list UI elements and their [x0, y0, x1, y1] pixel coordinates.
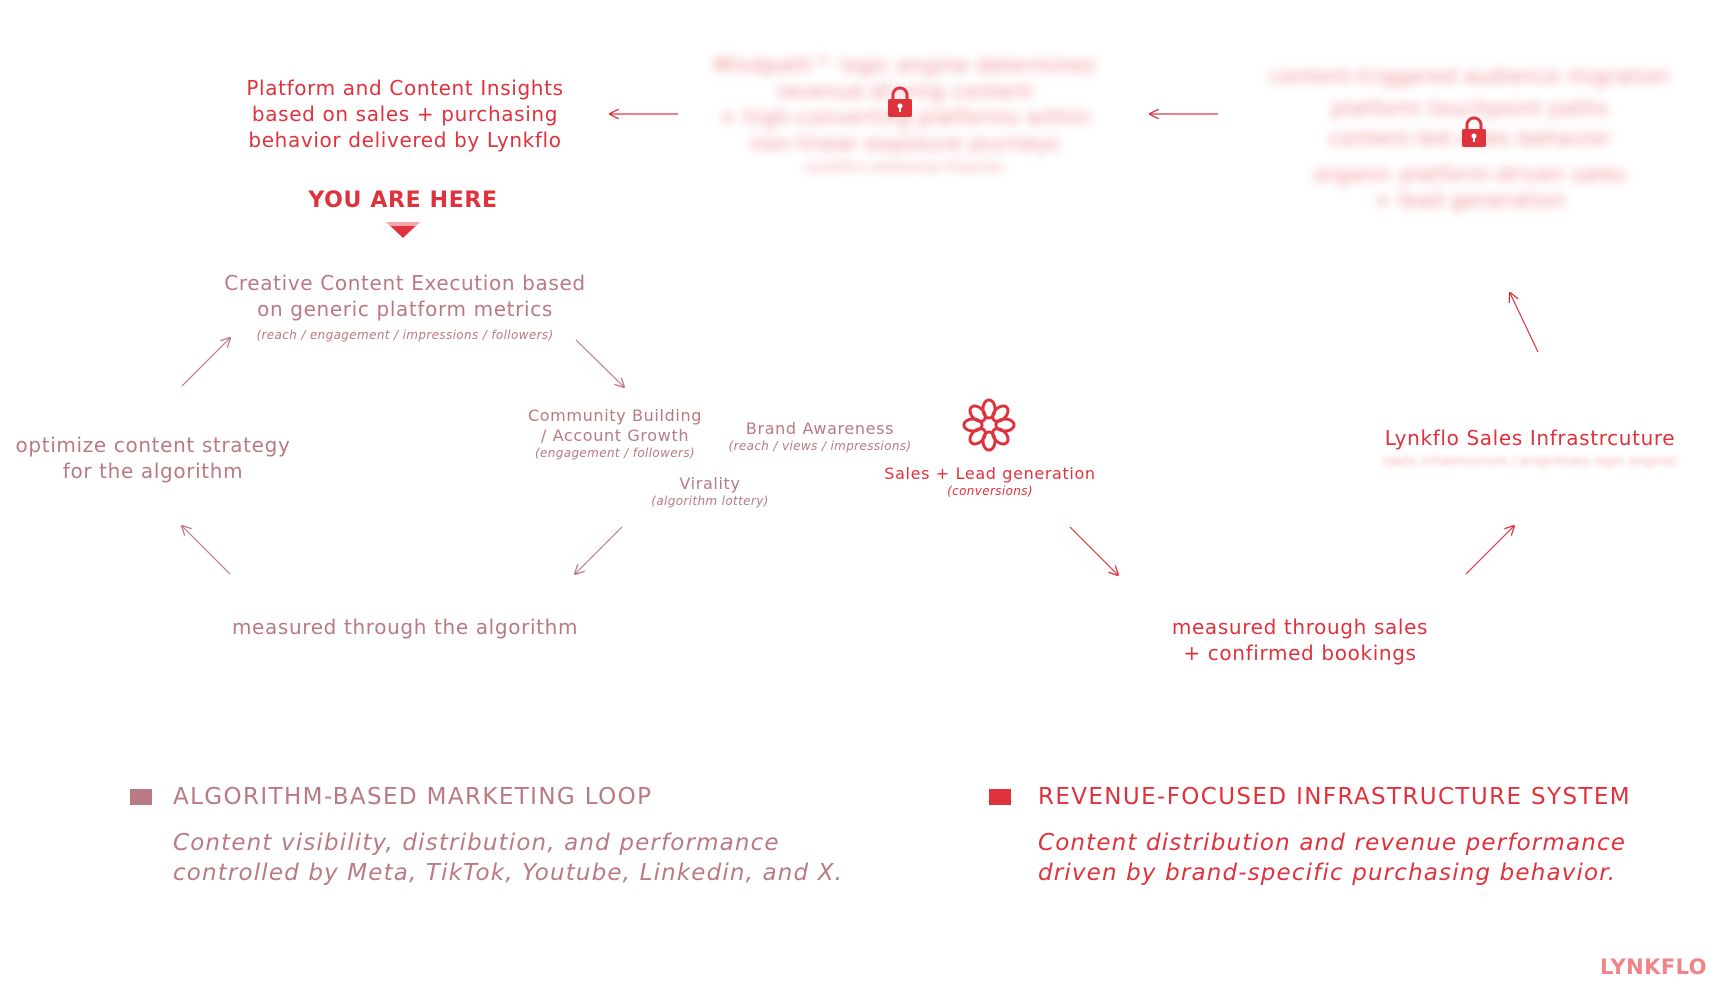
flower-petal — [968, 404, 987, 423]
legend-rev-line: Content distribution and revenue perform… — [1038, 830, 1627, 856]
legend-algo-title: ALGORITHM-BASED MARKETING LOOP — [173, 784, 653, 810]
optimize-line: for the algorithm — [62, 459, 244, 483]
community-line: / Account Growth — [540, 426, 690, 445]
lynkflo-logo: LYNKFLO — [1600, 955, 1707, 979]
lock-icon — [1462, 116, 1486, 147]
insights-line: behavior delivered by Lynkflo — [248, 128, 562, 152]
lock-icon — [888, 86, 912, 117]
brand-sub: (reach / views / impressions) — [728, 439, 912, 453]
insights-line: Platform and Content Insights — [246, 76, 564, 100]
measured-sales-text: measured through sales + confirmed booki… — [1090, 614, 1510, 666]
measured-sales-line: measured through sales — [1171, 615, 1429, 639]
virality-text: Virality (algorithm lottery) — [620, 474, 800, 509]
creative-sub: (reach / engagement / impressions / foll… — [256, 328, 554, 342]
you-are-here-label: YOU ARE HERE — [308, 188, 498, 213]
infrastructure-sub: (data infrastructure / proprietary logic… — [1382, 454, 1678, 468]
arrow-icon — [1510, 293, 1539, 353]
optimize-strategy-text: optimize content strategy for the algori… — [0, 432, 306, 484]
legend-algo-line: Content visibility, distribution, and pe… — [173, 830, 780, 856]
arrow-icon — [181, 338, 230, 387]
brand-line: Brand Awareness — [745, 419, 895, 438]
mindpath-sub: (Lynkflo's Intellectual Property) — [805, 160, 1005, 174]
creative-execution-text: Creative Content Execution based on gene… — [205, 270, 605, 343]
virality-sub: (algorithm lottery) — [651, 494, 769, 508]
mindpath-blurred-text: Mindpath™ logic engine determines revenu… — [690, 52, 1120, 175]
community-sub: (engagement / followers) — [535, 446, 695, 460]
legend-algo-desc: Content visibility, distribution, and pe… — [173, 828, 893, 888]
mindpath-line: non-linear exposure journeys — [750, 131, 1060, 155]
arrow-icon — [575, 339, 624, 387]
insights-text: Platform and Content Insights based on s… — [215, 75, 595, 153]
legend-rev-title: REVENUE-FOCUSED INFRASTRUCTURE SYSTEM — [1038, 784, 1631, 810]
legend-algo-swatch — [130, 789, 152, 805]
migration-blurred-text: content-triggered audience migration pla… — [1255, 63, 1685, 213]
infrastructure-line: Lynkflo Sales Infrastrcuture — [1384, 426, 1676, 450]
creative-line: on generic platform metrics — [257, 297, 553, 321]
mindpath-line: Mindpath™ logic engine determines — [713, 53, 1097, 77]
migration-line: platform touchpoint paths — [1331, 96, 1609, 120]
creative-line: Creative Content Execution based — [224, 271, 586, 295]
legend-rev-desc: Content distribution and revenue perform… — [1038, 828, 1678, 888]
sales-sub: (conversions) — [947, 484, 1033, 498]
measured-algorithm-text: measured through the algorithm — [231, 615, 579, 639]
legend-rev-swatch — [989, 789, 1011, 805]
sales-line: Sales + Lead generation — [884, 464, 1096, 483]
arrow-icon — [1465, 526, 1514, 575]
arrow-icon — [1069, 526, 1118, 575]
community-line: Community Building — [527, 406, 703, 425]
sales-lead-text: Sales + Lead generation (conversions) — [870, 464, 1110, 499]
arrow-icon — [182, 526, 231, 575]
community-building-text: Community Building / Account Growth (eng… — [505, 406, 725, 461]
migration-line: content-triggered audience migration — [1270, 64, 1670, 88]
arrow-icon — [575, 526, 623, 574]
brand-awareness-text: Brand Awareness (reach / views / impress… — [720, 419, 920, 454]
insights-line: based on sales + purchasing — [251, 102, 559, 126]
migration-line: + lead generation — [1374, 188, 1566, 212]
virality-line: Virality — [679, 474, 741, 493]
migration-line: organic platform-driven sales — [1313, 162, 1626, 186]
legend-rev-line: driven by brand-specific purchasing beha… — [1038, 860, 1617, 886]
legend-algo-line: controlled by Meta, TikTok, Youtube, Lin… — [173, 860, 844, 886]
optimize-line: optimize content strategy — [15, 433, 291, 457]
lynkflo-flower-icon — [962, 398, 1016, 452]
measured-sales-line: + confirmed bookings — [1183, 641, 1417, 665]
sales-infrastructure-text: Lynkflo Sales Infrastrcuture (data infra… — [1360, 425, 1700, 469]
